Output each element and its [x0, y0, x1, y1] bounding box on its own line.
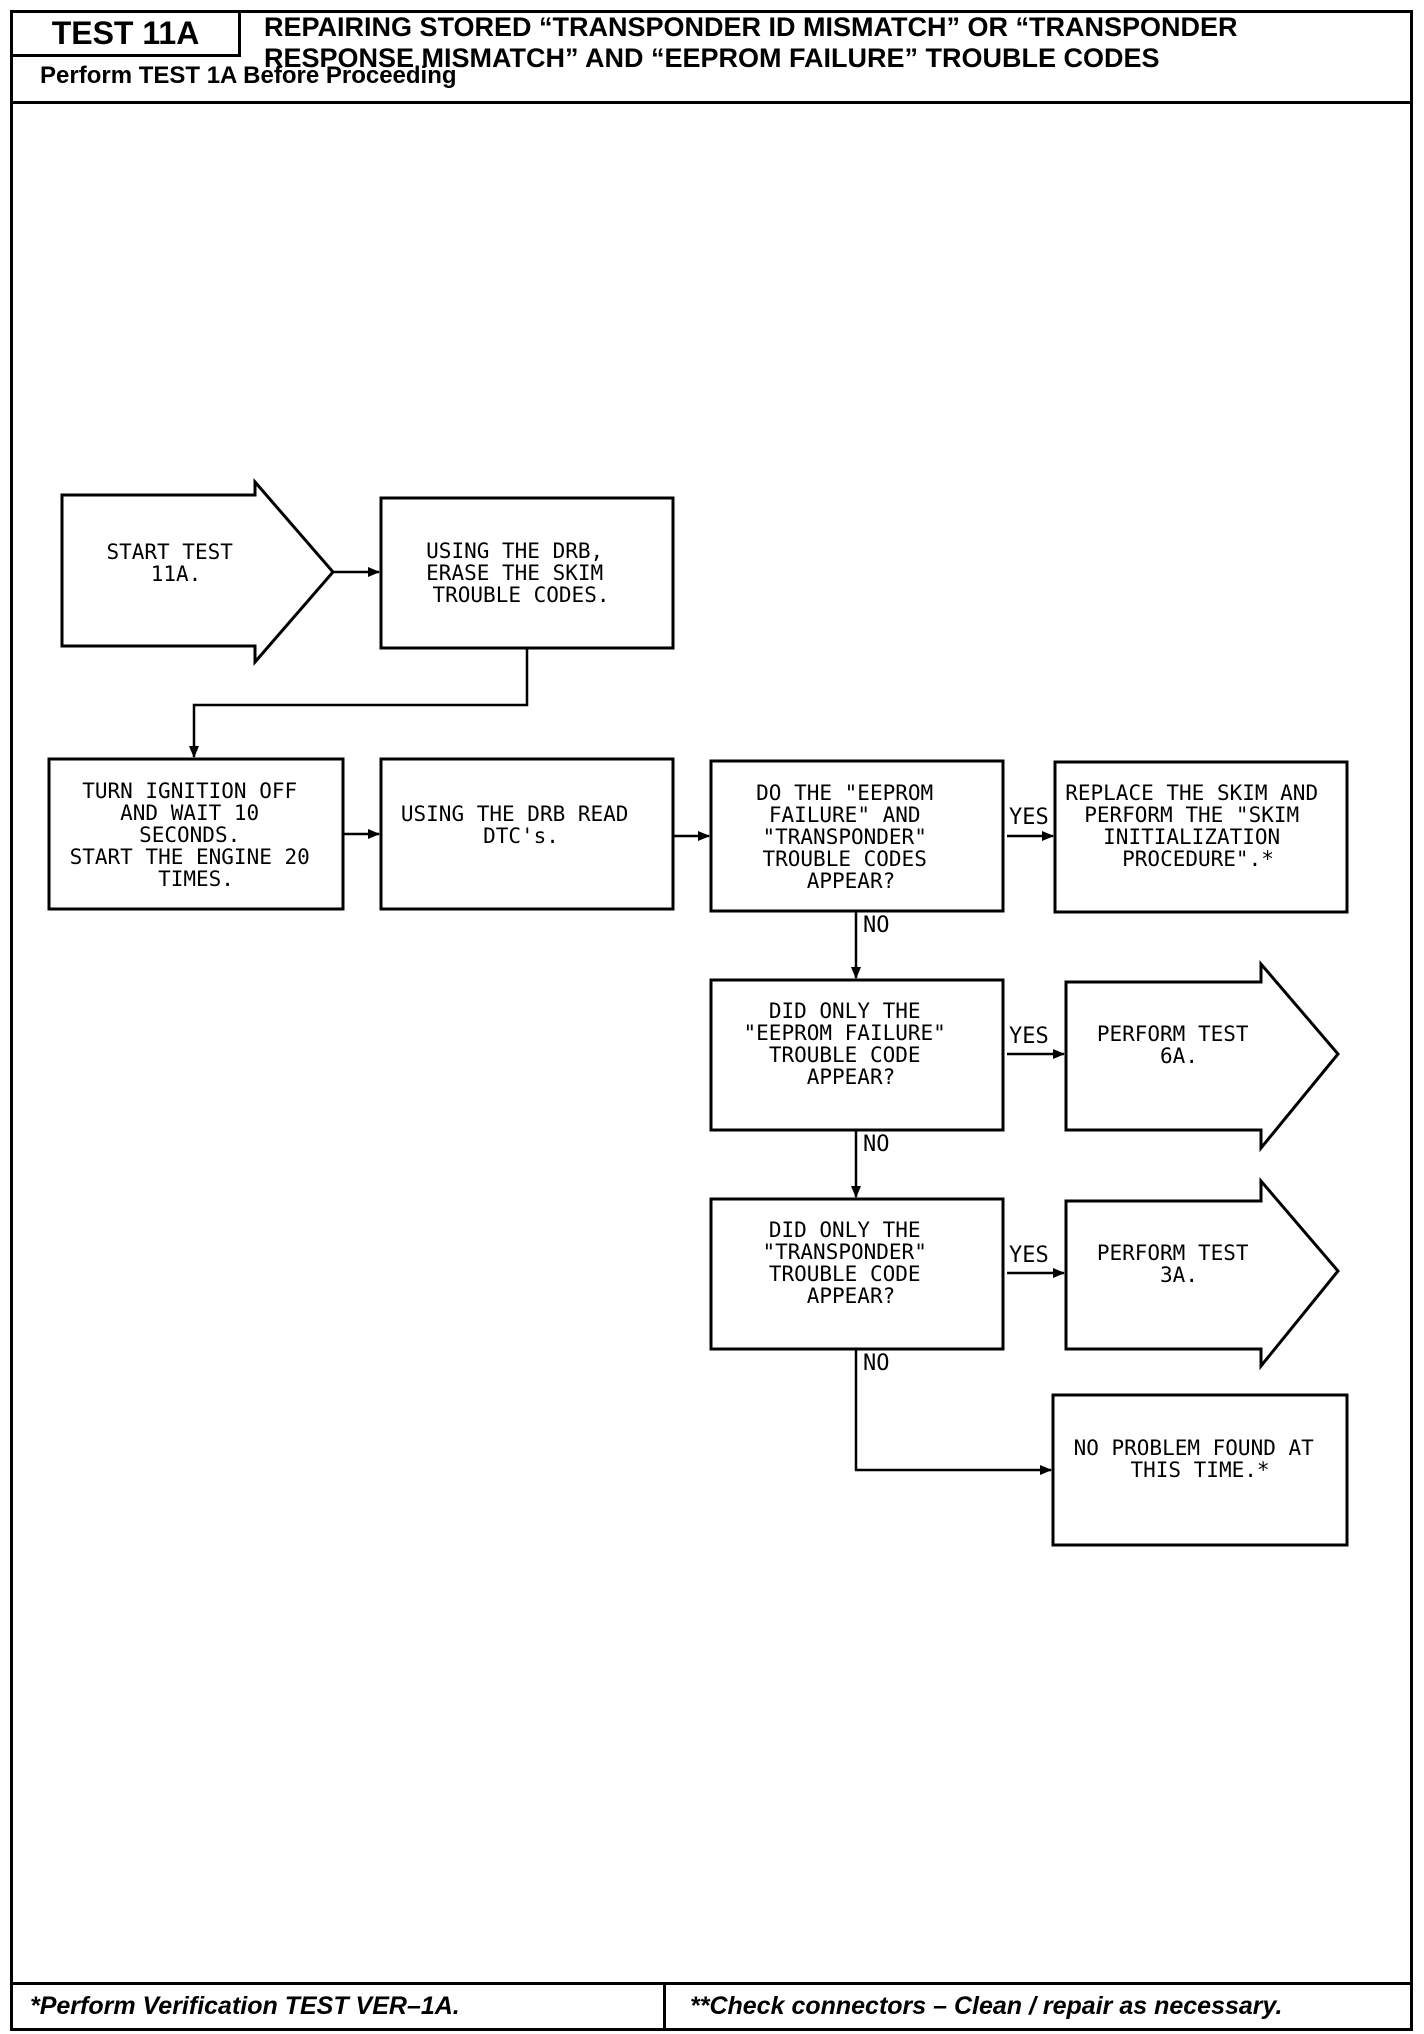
q-both-line-1: DO THE "EEPROM [756, 781, 933, 805]
eeprom-only-decision-box [709, 978, 1005, 1132]
no-problem-found-text: NO PROBLEM FOUND AT THIS TIME.* [1074, 1436, 1327, 1482]
replace-line-2: PERFORM THE "SKIM [1084, 803, 1299, 827]
replace-line-1: REPLACE THE SKIM AND [1065, 781, 1318, 805]
perform-6a-line-2: 6A. [1160, 1044, 1198, 1068]
no-label-2: NO [863, 1132, 890, 1157]
replace-skim-text: REPLACE THE SKIM AND PERFORM THE "SKIM I… [1065, 781, 1331, 871]
read-dtc-text: USING THE DRB READ DTC's. [401, 802, 641, 848]
transponder-only-question-text: DID ONLY THE "TRANSPONDER" TROUBLE CODE … [762, 1218, 939, 1308]
ignition-cycle-text: TURN IGNITION OFF AND WAIT 10 SECONDS. S… [70, 779, 323, 891]
q-transponder-line-1: DID ONLY THE [769, 1218, 921, 1242]
replace-line-3: INITIALIZATION [1103, 825, 1280, 849]
erase-line-2: ERASE THE SKIM [426, 561, 603, 585]
ignition-line-3: SECONDS. [139, 823, 240, 847]
erase-to-ignition-arrow [189, 648, 529, 758]
no-problem-line-1: NO PROBLEM FOUND AT [1074, 1436, 1315, 1460]
ignition-line-1: TURN IGNITION OFF [82, 779, 297, 803]
page-frame [10, 10, 1413, 2031]
q-transponder-line-3: TROUBLE CODE [769, 1262, 921, 1286]
footer-column-divider [663, 1985, 666, 2028]
q-transponder-line-4: APPEAR? [807, 1284, 896, 1308]
perform-6a-line-1: PERFORM TEST [1097, 1022, 1249, 1046]
no-problem-line-2: THIS TIME.* [1130, 1458, 1269, 1482]
ignition-cycle-box [47, 757, 345, 911]
erase-codes-box [379, 496, 675, 650]
q-both-line-4: TROUBLE CODES [762, 847, 926, 871]
prerequisite-note: Perform TEST 1A Before Proceeding [40, 62, 457, 89]
read-dtc-box [379, 757, 675, 911]
eeprom-only-question-text: DID ONLY THE "EEPROM FAILURE" TROUBLE CO… [744, 999, 959, 1089]
test-id-label: TEST 11A [13, 13, 241, 57]
start-arrow-shape [60, 477, 335, 667]
q-eeprom-line-1: DID ONLY THE [769, 999, 921, 1023]
both-codes-question-text: DO THE "EEPROM FAILURE" AND "TRANSPONDER… [756, 781, 946, 893]
transponder-only-decision-box [709, 1197, 1005, 1351]
yes-label-2: YES [1009, 1024, 1049, 1049]
perform-6a-text: PERFORM TEST 6A. [1097, 1022, 1261, 1068]
erase-line-3: TROUBLE CODES. [432, 583, 609, 607]
header-divider [13, 101, 1410, 104]
q-eeprom-line-4: APPEAR? [807, 1065, 896, 1089]
erase-codes-text: USING THE DRB, ERASE THE SKIM TROUBLE CO… [426, 539, 616, 607]
q-both-line-3: "TRANSPONDER" [762, 825, 926, 849]
yes-label-1: YES [1009, 805, 1049, 830]
perform-3a-line-2: 3A. [1160, 1263, 1198, 1287]
no-label-3: NO [863, 1351, 890, 1376]
page-title: REPAIRING STORED “TRANSPONDER ID MISMATC… [264, 12, 1384, 74]
perform-6a-arrow-shape [1064, 959, 1340, 1153]
ignition-line-2: AND WAIT 10 [120, 801, 259, 825]
start-line-2: 11A. [151, 562, 202, 586]
read-line-2: DTC's. [483, 824, 559, 848]
perform-3a-arrow-shape [1064, 1176, 1340, 1371]
perform-3a-line-1: PERFORM TEST [1097, 1241, 1249, 1265]
yes-label-3: YES [1009, 1243, 1049, 1268]
start-test-text: START TEST 11A. [106, 540, 245, 586]
perform-3a-text: PERFORM TEST 3A. [1097, 1241, 1261, 1287]
title-line-2: RESPONSE MISMATCH” AND “EEPROM FAILURE” … [264, 43, 1160, 73]
q-transponder-line-2: "TRANSPONDER" [762, 1240, 926, 1264]
q-eeprom-line-2: "EEPROM FAILURE" [744, 1021, 946, 1045]
replace-line-4: PROCEDURE".* [1122, 847, 1274, 871]
title-line-1: REPAIRING STORED “TRANSPONDER ID MISMATC… [264, 12, 1238, 42]
connector-note: **Check connectors – Clean / repair as n… [690, 1992, 1283, 2020]
start-line-1: START TEST [106, 540, 233, 564]
erase-line-1: USING THE DRB, [426, 539, 603, 563]
footer-divider [13, 1982, 1410, 1985]
q-eeprom-line-3: TROUBLE CODE [769, 1043, 921, 1067]
q-both-line-2: FAILURE" AND [769, 803, 921, 827]
no-problem-found-box [1051, 1393, 1349, 1547]
q-both-line-5: APPEAR? [807, 869, 896, 893]
no-to-no-problem-arrow [854, 1349, 1052, 1475]
ignition-line-4: START THE ENGINE 20 [70, 845, 310, 869]
read-line-1: USING THE DRB READ [401, 802, 629, 826]
ignition-line-5: TIMES. [158, 867, 234, 891]
verification-note: *Perform Verification TEST VER–1A. [30, 1992, 460, 2020]
replace-skim-box [1053, 760, 1349, 914]
both-codes-decision-box [709, 759, 1005, 913]
no-label-1: NO [863, 913, 890, 938]
